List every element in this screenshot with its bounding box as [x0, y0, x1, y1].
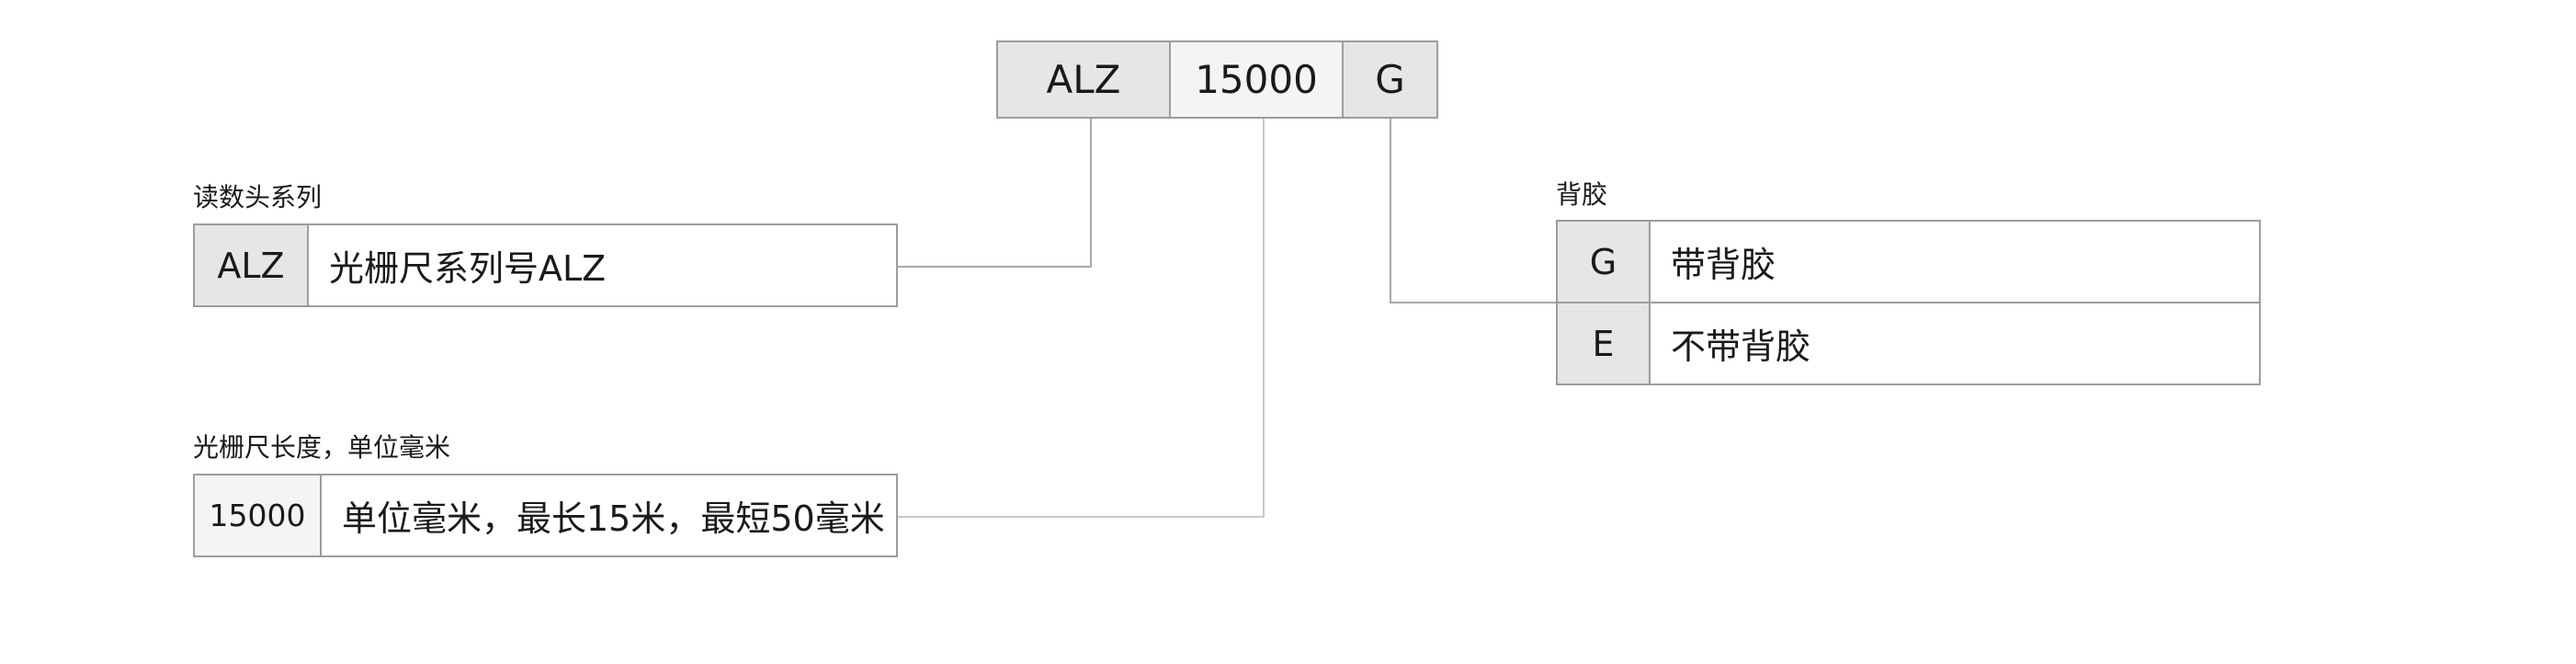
backing-option-description: 不带背胶 — [1649, 302, 2261, 385]
length-code-cell: 15000 — [193, 474, 322, 557]
length-description-cell: 单位毫米，最长15米，最短50毫米 — [320, 474, 898, 557]
connector-backing — [1390, 118, 1556, 303]
model-code-series: ALZ — [996, 40, 1171, 119]
connector-series — [896, 118, 1092, 268]
model-code-length: 15000 — [1169, 40, 1344, 119]
backing-option-code: E — [1556, 302, 1651, 385]
model-code-backing: G — [1342, 40, 1438, 119]
series-code-cell: ALZ — [193, 223, 309, 307]
length-group-label: 光栅尺长度，单位毫米 — [193, 432, 451, 463]
series-group-label: 读数头系列 — [193, 182, 323, 212]
backing-option-description: 带背胶 — [1649, 220, 2261, 303]
connector-length — [896, 118, 1265, 518]
series-description-cell: 光栅尺系列号ALZ — [307, 223, 898, 307]
backing-option-code: G — [1556, 220, 1651, 303]
backing-group-label: 背胶 — [1556, 179, 1608, 210]
